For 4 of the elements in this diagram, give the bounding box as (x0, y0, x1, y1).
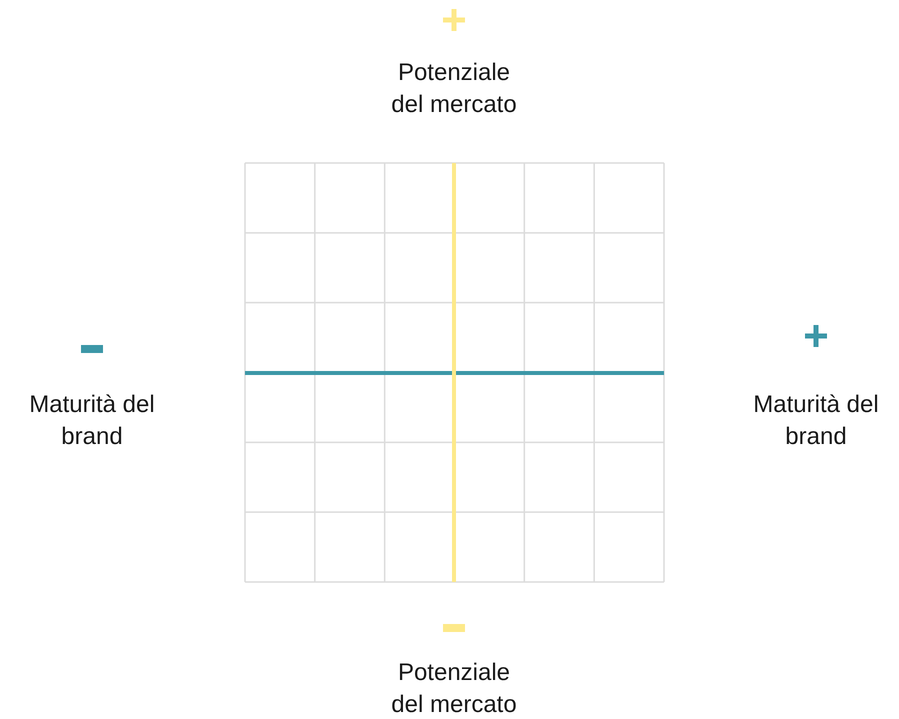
axis-label: Maturità del brand (752, 390, 880, 452)
axis-label: Potenziale del mercato (390, 58, 518, 120)
axis-label: Maturità del brand (28, 390, 156, 452)
axis-label: Potenziale del mercato (390, 658, 518, 719)
